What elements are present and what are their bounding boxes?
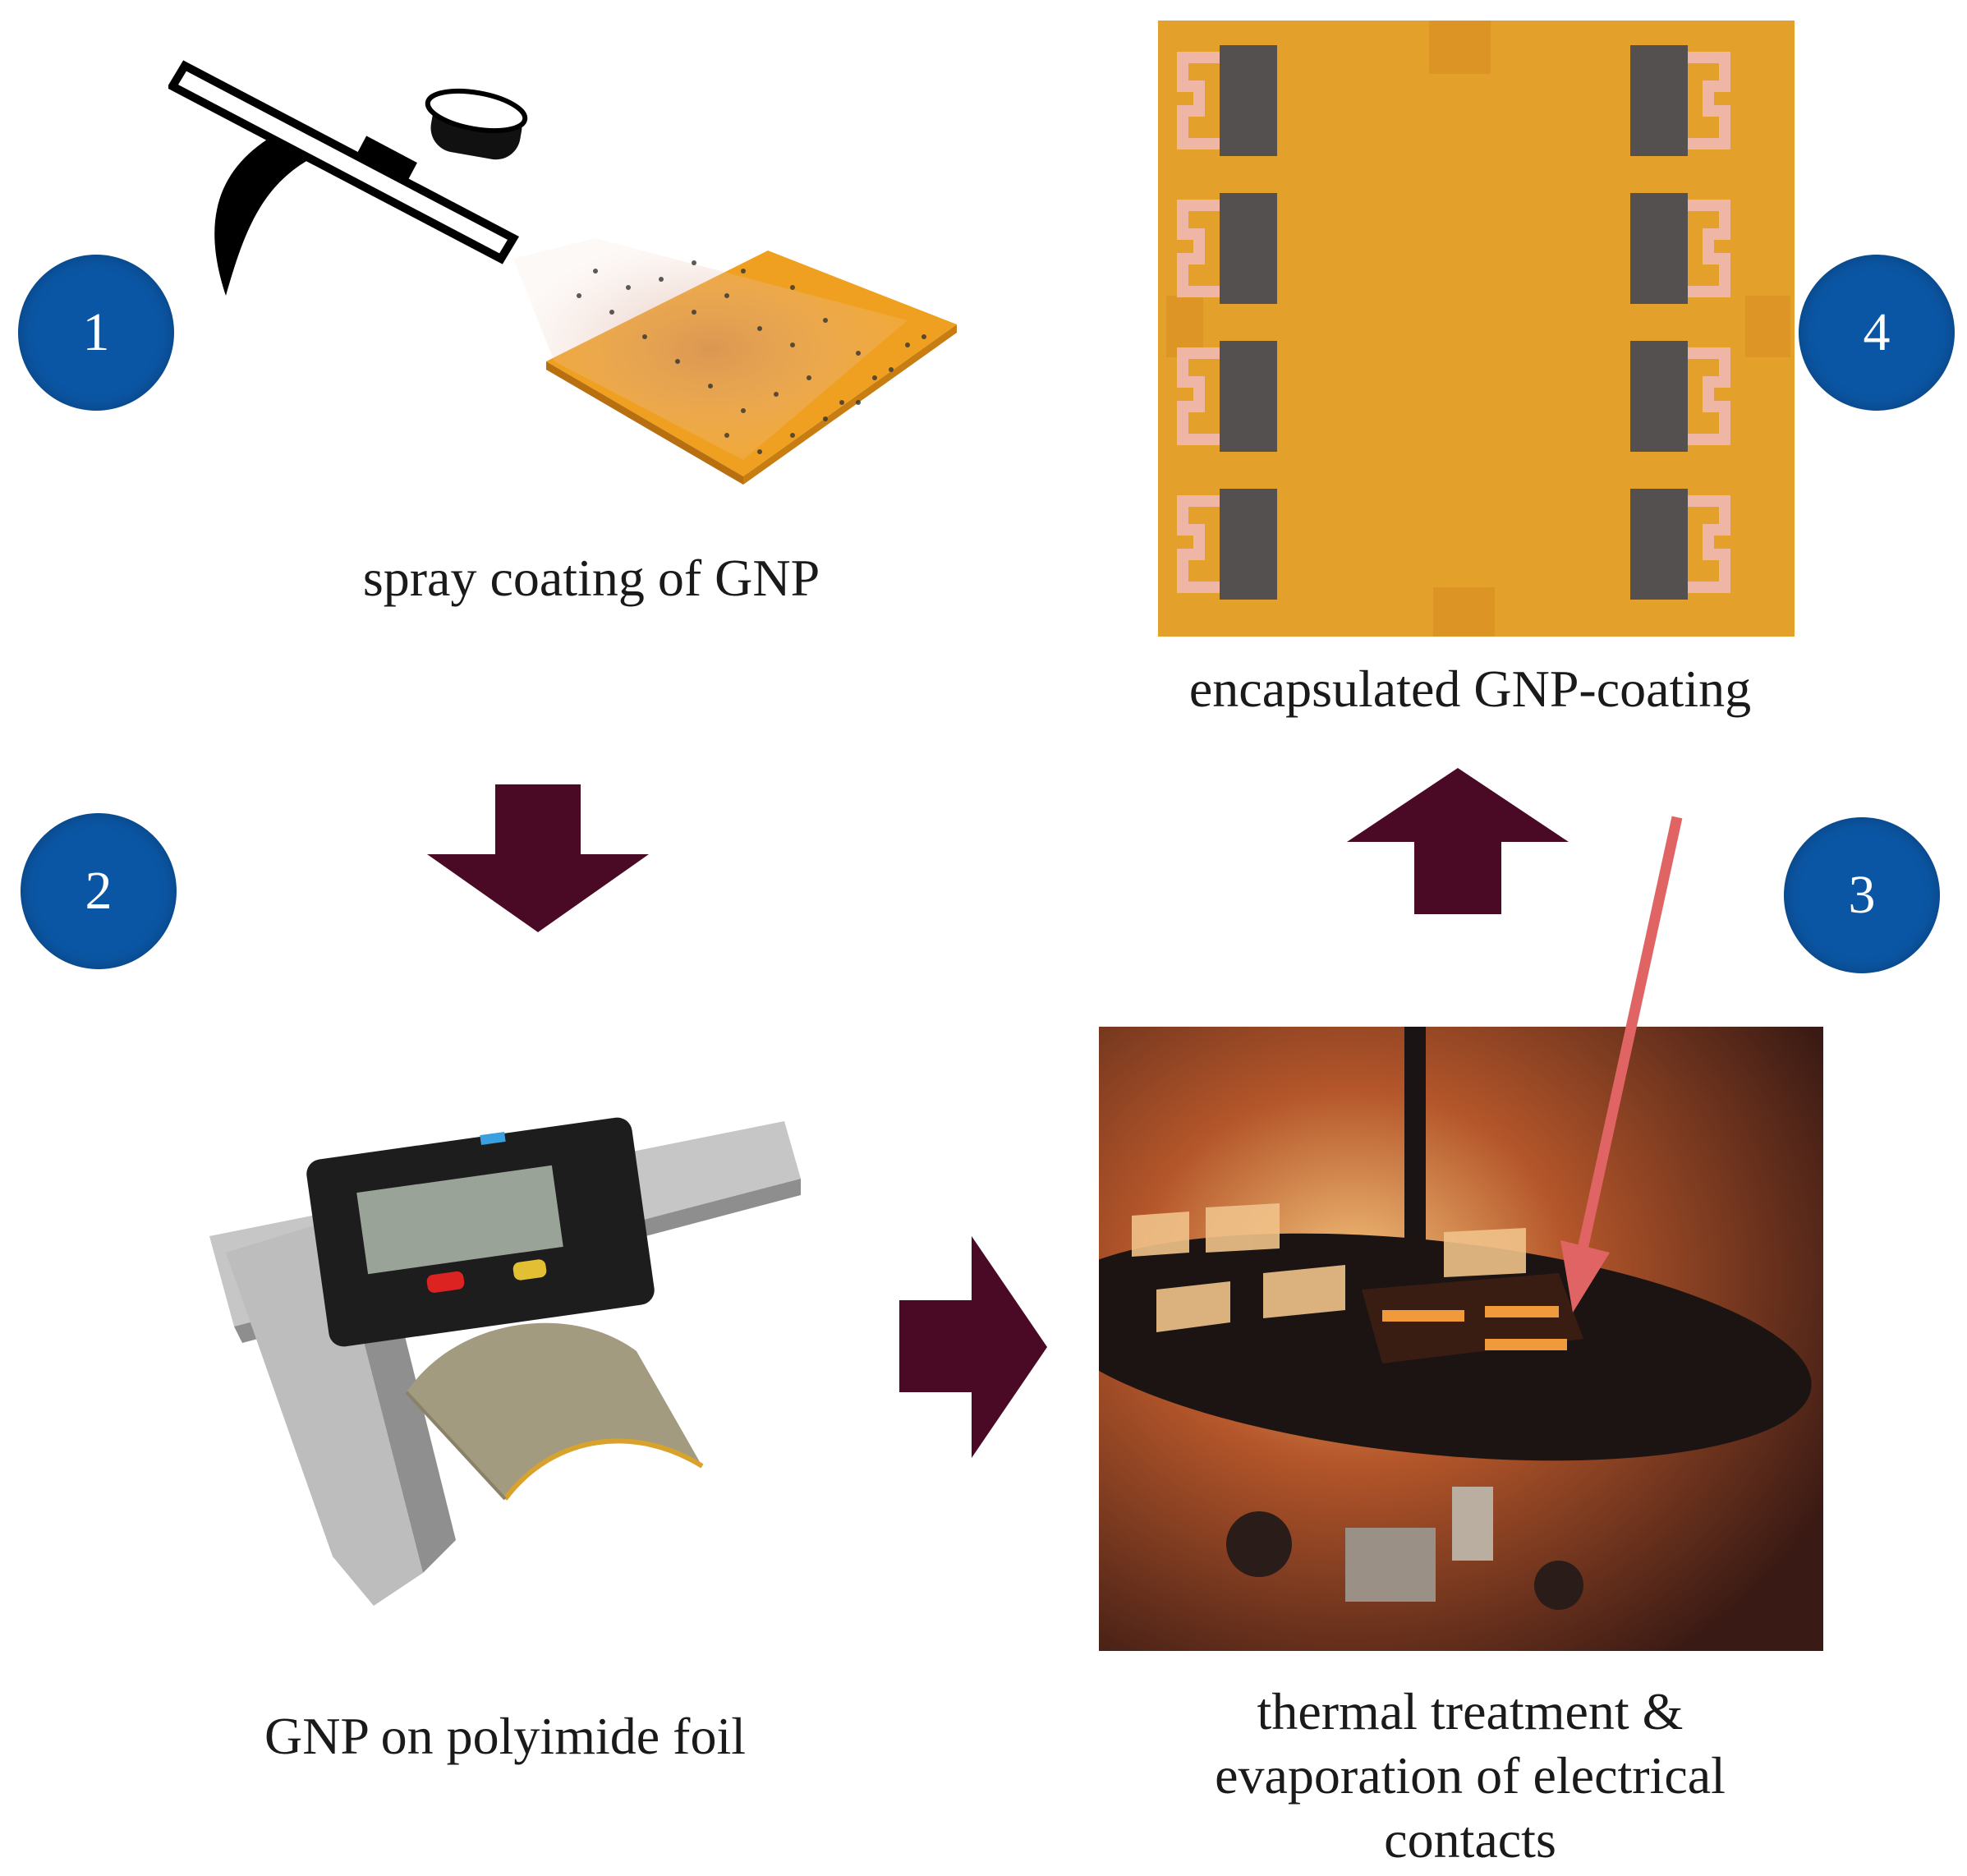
- evaporation-chamber-photo: [1099, 1027, 1823, 1651]
- caption-step-3: thermal treatment & evaporation of elect…: [1215, 1682, 1726, 1869]
- caption-step-1: spray coating of GNP: [362, 549, 820, 607]
- caption-step-2: GNP on polyimide foil: [264, 1707, 747, 1765]
- polyimide-foil-photo: [209, 1113, 801, 1606]
- step-4-badge: 4: [1799, 255, 1955, 411]
- spray-coating-illustration: [168, 49, 957, 509]
- pointer-arrow: [1544, 813, 1692, 1314]
- step-2-badge: 2: [21, 813, 177, 969]
- step-1-badge: 1: [18, 255, 174, 411]
- encapsulated-sensor-photo: [1158, 21, 1795, 637]
- arrow-down: [427, 784, 649, 932]
- caption-step-4: encapsulated GNP-coating: [1188, 660, 1752, 718]
- step-3-badge: 3: [1784, 817, 1940, 973]
- arrow-up: [1347, 768, 1569, 914]
- arrow-right: [899, 1236, 1047, 1458]
